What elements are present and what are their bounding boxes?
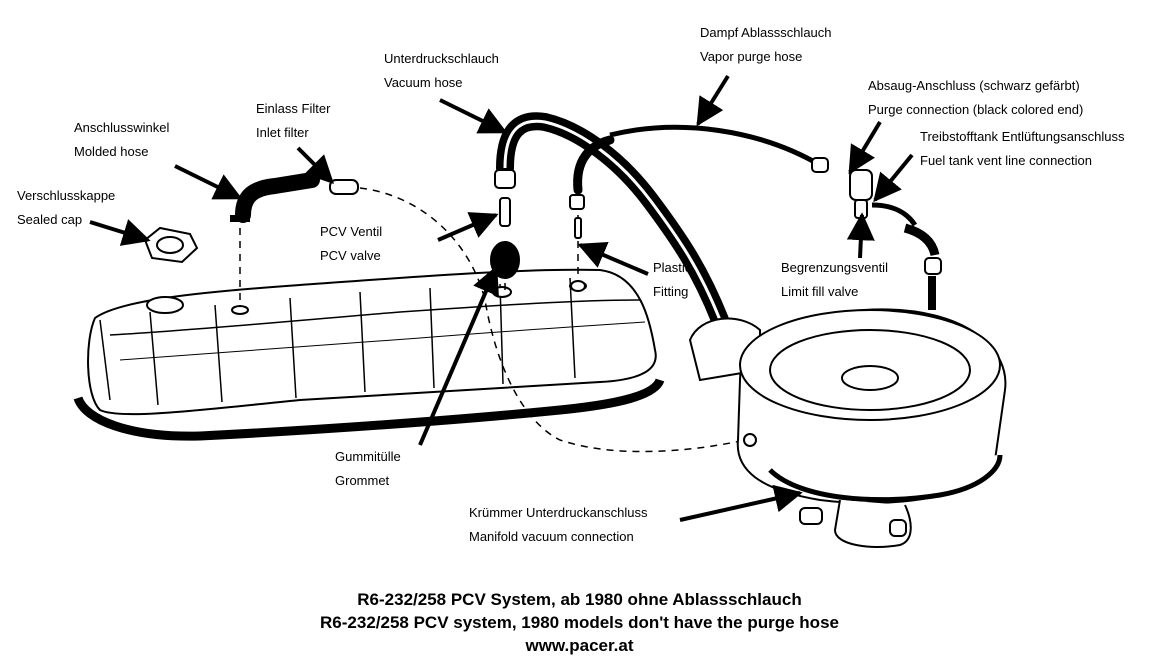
label-limit-fill-valve-de: Begrenzungsventil — [781, 260, 888, 275]
label-vacuum-hose-en: Vacuum hose — [384, 75, 463, 90]
label-limit-fill-valve-en: Limit fill valve — [781, 284, 859, 299]
label-inlet-filter-en: Inlet filter — [256, 125, 309, 140]
label-manifold-vacuum-en: Manifold vacuum connection — [469, 529, 634, 544]
air-cleaner-part — [688, 308, 1007, 548]
label-purge-connection: Absaug-Anschluss (schwarz gefärbt) Purge… — [868, 74, 1083, 122]
pcv-valve-part — [490, 169, 586, 292]
vapor-purge-hose-part — [609, 124, 822, 168]
fitting-hose-part — [573, 135, 615, 195]
label-purge-connection-de: Absaug-Anschluss (schwarz gefärbt) — [868, 78, 1080, 93]
label-pcv-valve-de: PCV Ventil — [320, 224, 383, 239]
sealed-cap-part — [143, 226, 199, 264]
label-plastic-fitting: Plastic Fitting — [653, 256, 691, 304]
label-vacuum-hose-de: Unterdruckschlauch — [384, 51, 499, 66]
caption-line-1: R6-232/258 PCV System, ab 1980 ohne Abla… — [357, 590, 802, 609]
label-molded-hose: Anschlusswinkel Molded hose — [74, 116, 169, 164]
label-grommet-en: Grommet — [335, 473, 390, 488]
label-inlet-filter-de: Einlass Filter — [256, 101, 331, 116]
limit-fill-valve-part — [849, 169, 942, 310]
label-vapor-purge-hose-en: Vapor purge hose — [700, 49, 803, 64]
label-molded-hose-en: Molded hose — [74, 144, 149, 159]
label-pcv-valve: PCV Ventil PCV valve — [320, 220, 382, 268]
label-manifold-vacuum: Krümmer Unterdruckanschluss Manifold vac… — [469, 501, 647, 549]
label-purge-connection-en: Purge connection (black colored end) — [868, 102, 1084, 117]
label-pcv-valve-en: PCV valve — [320, 248, 381, 263]
label-fuel-tank-vent-en: Fuel tank vent line connection — [920, 153, 1092, 168]
caption-website-link[interactable]: www.pacer.at — [525, 636, 634, 655]
caption-line-2: R6-232/258 PCV system, 1980 models don't… — [320, 613, 839, 632]
label-grommet-de: Gummitülle — [335, 449, 401, 464]
label-vapor-purge-hose: Dampf Ablassschlauch Vapor purge hose — [700, 21, 832, 69]
label-fuel-tank-vent: Treibstofftank Entlüftungsanschluss Fuel… — [920, 125, 1125, 173]
label-vacuum-hose: Unterdruckschlauch Vacuum hose — [384, 47, 499, 95]
label-sealed-cap-de: Verschlusskappe — [17, 188, 116, 203]
label-inlet-filter: Einlass Filter Inlet filter — [256, 97, 330, 145]
label-vapor-purge-hose-de: Dampf Ablassschlauch — [700, 25, 832, 40]
label-fuel-tank-vent-de: Treibstofftank Entlüftungsanschluss — [920, 129, 1125, 144]
label-sealed-cap-en: Sealed cap — [17, 212, 83, 227]
molded-hose-part — [230, 172, 320, 223]
vacuum-hose-inner — [503, 119, 722, 321]
label-sealed-cap: Verschlusskappe Sealed cap — [17, 184, 115, 232]
callout-arrows — [89, 74, 914, 522]
inlet-filter-part — [329, 179, 359, 195]
label-molded-hose-de: Anschlusswinkel — [74, 120, 170, 135]
label-plastic-fitting-de: Plastic — [653, 260, 692, 275]
label-grommet: Gummitülle Grommet — [335, 445, 401, 493]
valve-cover — [73, 268, 665, 441]
label-manifold-vacuum-de: Krümmer Unterdruckanschluss — [469, 505, 648, 520]
label-limit-fill-valve: Begrenzungsventil Limit fill valve — [781, 256, 888, 304]
label-plastic-fitting-en: Fitting — [653, 284, 689, 299]
